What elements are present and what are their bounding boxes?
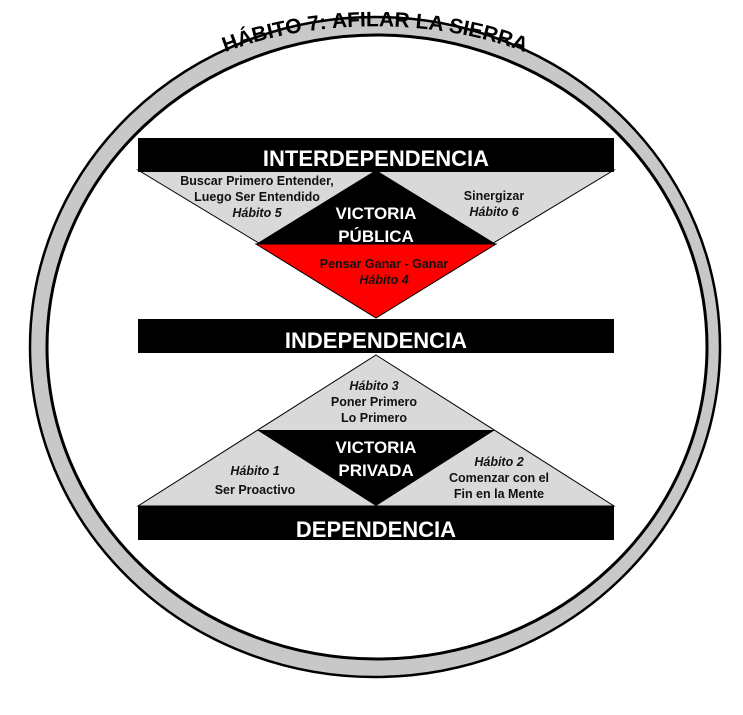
private-victory-line1: VICTORIA: [336, 438, 417, 457]
habit5-tag: Hábito 5: [232, 206, 282, 220]
dependencia-bar: [138, 506, 614, 540]
habit5-line1: Buscar Primero Entender,: [180, 174, 334, 188]
public-victory-line1: VICTORIA: [336, 204, 417, 223]
habit5-line2: Luego Ser Entendido: [194, 190, 320, 204]
habit1-tag: Hábito 1: [230, 464, 279, 478]
public-victory-triangle: [256, 170, 496, 244]
independencia-label: INDEPENDENCIA: [285, 328, 467, 353]
private-victory-line2: PRIVADA: [338, 461, 413, 480]
habit3-line2: Lo Primero: [341, 411, 407, 425]
habit1-line1: Ser Proactivo: [215, 483, 296, 497]
dependencia-label: DEPENDENCIA: [296, 517, 456, 542]
habit6-line1: Sinergizar: [464, 189, 525, 203]
win-win-triangle: [254, 243, 498, 319]
inner-border-ring: [45, 33, 709, 661]
public-victory-line2: PÚBLICA: [338, 227, 414, 246]
interdependencia-bar: [138, 138, 614, 172]
habit4-tag: Hábito 4: [359, 273, 408, 287]
habit6-tag: Hábito 6: [469, 205, 519, 219]
habit2-line2: Fin en la Mente: [454, 487, 544, 501]
habit2-line1: Comenzar con el: [449, 471, 549, 485]
interdependencia-label: INTERDEPENDENCIA: [263, 146, 489, 171]
habit2-tag: Hábito 2: [474, 455, 523, 469]
private-victory-triangle: [257, 430, 495, 506]
habit4-line1: Pensar Ganar - Ganar: [320, 257, 449, 271]
habit3-line1: Poner Primero: [331, 395, 418, 409]
independencia-bar: [138, 319, 614, 353]
habit3-tag: Hábito 3: [349, 379, 398, 393]
